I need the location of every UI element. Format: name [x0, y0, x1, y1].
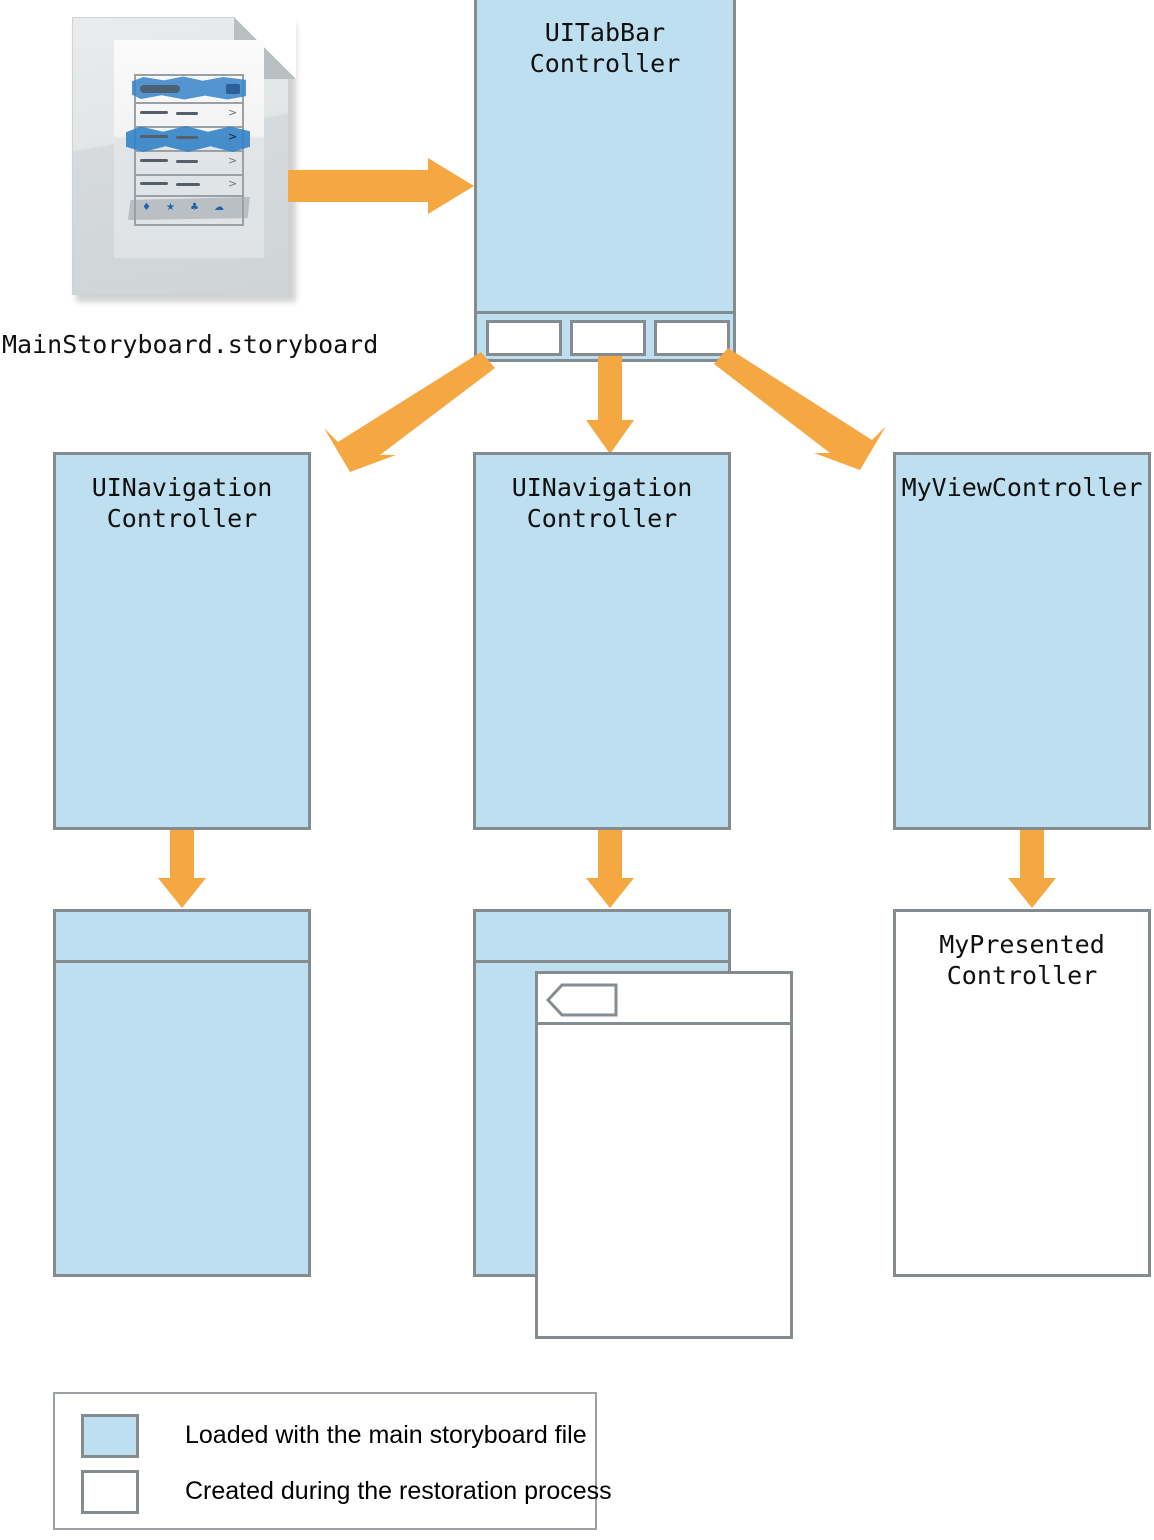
node-child-controller-left[interactable] [53, 909, 311, 1277]
node-title: UITabBar Controller [529, 18, 681, 78]
sketch-tab-icon: ★ [166, 202, 175, 213]
sketch-text-line [176, 183, 200, 186]
sketch-text-line [140, 159, 168, 162]
sketch-tabbar-highlight [128, 196, 250, 220]
legend-swatch-loaded [81, 1414, 139, 1458]
document-sketch-area: > > > > ♦ ★ ♣ ☁ [114, 40, 264, 258]
arrow-storyboard-to-tabbar [288, 158, 478, 218]
sketch-row-highlight [126, 126, 250, 152]
sketch-tab-icon: ♣ [190, 202, 199, 213]
sketch-tab-icon: ☁ [214, 202, 224, 213]
tabbar-item-2[interactable] [570, 320, 646, 356]
sketch-text-line [176, 112, 198, 115]
sketch-text-line [176, 160, 198, 163]
node-title: UINavigation Controller [91, 473, 273, 533]
tabbar-top-separator [474, 311, 736, 314]
node-mypresentedcontroller[interactable]: MyPresented Controller [893, 909, 1151, 1277]
legend-label-loaded: Loaded with the main storyboard file [185, 1421, 587, 1449]
child-center-navbar-separator [473, 960, 731, 963]
node-title: MyViewController [901, 473, 1143, 502]
sketch-row-separator [134, 174, 244, 176]
sketch-back-button [140, 85, 180, 93]
arrow-nav-center-to-child [586, 830, 634, 910]
tabbar-item-3[interactable] [654, 320, 730, 356]
sketch-chevron-icon: > [228, 130, 238, 143]
sketch-text-line [140, 135, 168, 138]
sketch-text-line [140, 182, 168, 185]
sketch-tab-icon: ♦ [142, 202, 151, 213]
arrow-myviewcontroller-to-presented [1008, 830, 1056, 910]
sketch-chevron-icon: > [228, 106, 238, 119]
arrow-tabbar-to-nav-center [586, 356, 634, 456]
sketch-chevron-icon: > [228, 177, 238, 190]
storyboard-document-icon: > > > > ♦ ★ ♣ ☁ [72, 17, 296, 302]
back-button-icon[interactable] [545, 983, 618, 1021]
sketch-chevron-icon: > [228, 154, 238, 167]
node-uitabbarcontroller[interactable]: UITabBar Controller [474, 0, 736, 362]
storyboard-file-label: MainStoryboard.storyboard [2, 330, 379, 359]
legend-swatch-created [81, 1470, 139, 1514]
sketch-navbar-button [226, 84, 240, 94]
sketch-row-separator [134, 195, 244, 197]
node-title: MyPresented Controller [939, 930, 1105, 990]
sketch-navbar-highlight [132, 76, 246, 100]
node-myviewcontroller[interactable]: MyViewController [893, 452, 1151, 830]
node-child-controller-center-front[interactable] [535, 971, 793, 1339]
sketch-text-line [176, 136, 198, 139]
legend-label-created: Created during the restoration process [185, 1477, 612, 1505]
node-uinavigationcontroller-left[interactable]: UINavigation Controller [53, 452, 311, 830]
node-uinavigationcontroller-center[interactable]: UINavigation Controller [473, 452, 731, 830]
arrow-tabbar-to-nav-left [310, 352, 495, 472]
child-left-navbar-separator [53, 960, 311, 963]
sketch-row-separator [134, 102, 244, 104]
legend: Loaded with the main storyboard file Cre… [53, 1392, 612, 1530]
sketch-text-line [140, 111, 168, 114]
tabbar-item-1[interactable] [486, 320, 562, 356]
node-title: UINavigation Controller [511, 473, 693, 533]
arrow-nav-left-to-child [158, 830, 206, 910]
restored-navbar-separator [535, 1022, 793, 1025]
arrow-tabbar-to-myviewcontroller [714, 348, 904, 470]
